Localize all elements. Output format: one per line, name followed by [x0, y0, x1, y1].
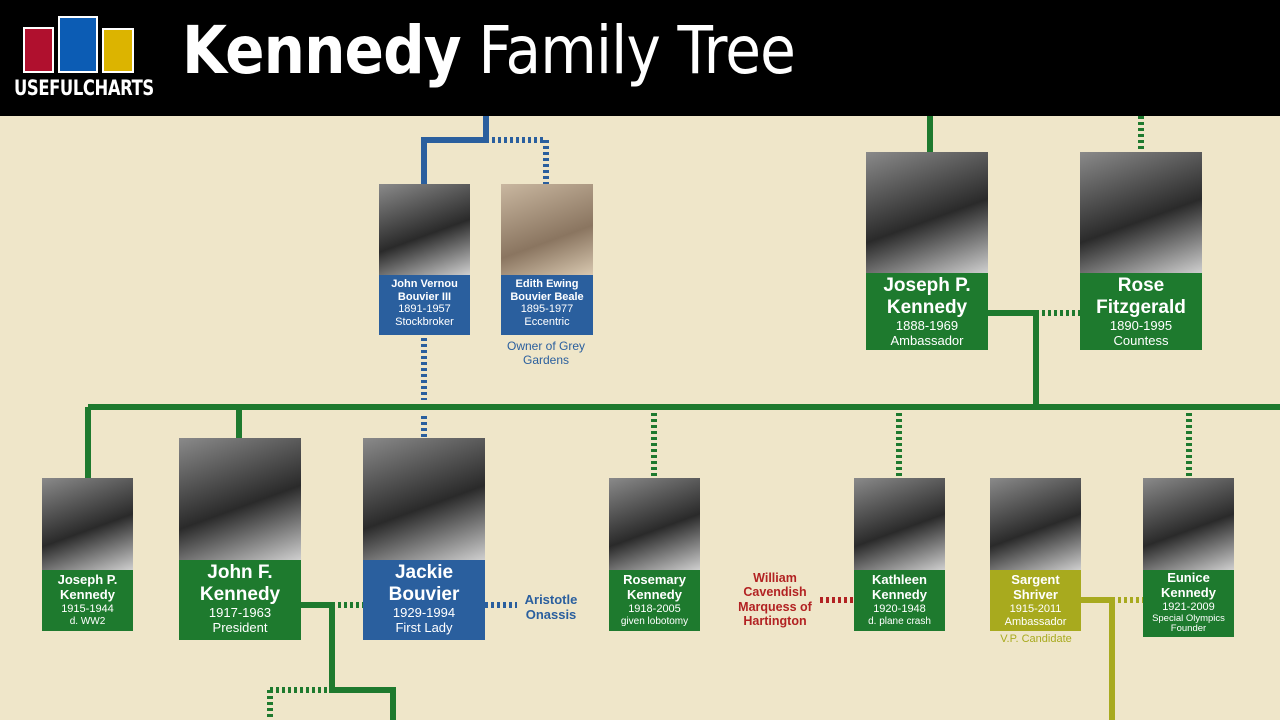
usefulcharts-logo: USEFULCHARTS: [14, 14, 154, 104]
aristotle-onassis-label: Aristotle Onassis: [524, 592, 578, 622]
portrait-photo: [363, 438, 485, 560]
edith-note: Owner of Grey Gardens: [506, 339, 586, 367]
portrait-photo: [1080, 152, 1202, 273]
portrait-photo: [379, 184, 470, 275]
portrait-photo: [179, 438, 301, 560]
header-banner: USEFULCHARTS Kennedy Family Tree: [0, 0, 1280, 116]
portrait-photo: [1143, 478, 1234, 570]
william-cavendish-label: William Cavendish Marquess of Hartington: [738, 571, 812, 629]
page-title: Kennedy Family Tree: [182, 12, 796, 89]
sargent-note: V.P. Candidate: [1000, 633, 1072, 645]
portrait-photo: [609, 478, 700, 570]
portrait-photo: [854, 478, 945, 570]
portrait-photo: [501, 184, 593, 275]
portrait-photo: [990, 478, 1081, 570]
portrait-photo: [866, 152, 988, 273]
portrait-photo: [42, 478, 133, 570]
